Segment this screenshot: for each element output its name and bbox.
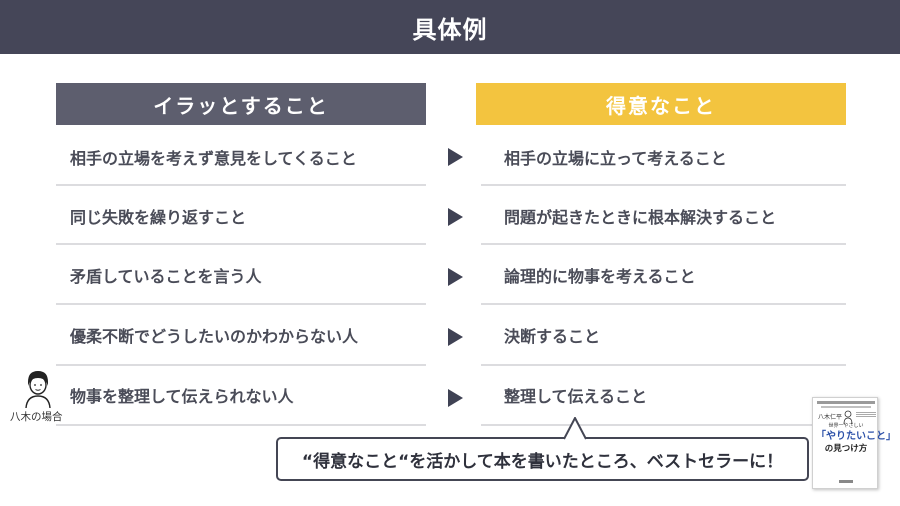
row-divider (481, 303, 846, 305)
right-column-header: 得意なこと (476, 83, 846, 125)
speech-bubble-tail (564, 417, 586, 440)
book-subtext (856, 411, 876, 418)
speech-bubble: “得意なこと“を活かして本を書いたところ、ベストセラーに！ (276, 437, 809, 481)
row-divider (481, 424, 846, 426)
row-divider (481, 364, 846, 366)
left-column-header: イラッとすること (56, 83, 426, 125)
book-illustration-icon (843, 410, 853, 424)
book-title-line2: の見つけ方 (824, 444, 868, 454)
left-row-1: 相手の立場を考えず意見をしてくること (70, 149, 357, 168)
row-divider (56, 184, 426, 186)
right-row-3: 論理的に物事を考えること (504, 267, 696, 286)
right-row-1: 相手の立場に立って考えること (504, 149, 727, 168)
row-divider (56, 243, 426, 245)
row-divider (56, 303, 426, 305)
avatar-caption: 八木の場合 (10, 411, 63, 423)
left-row-3: 矛盾していることを言う人 (70, 267, 262, 286)
right-row-2: 問題が起きたときに根本解決すること (504, 208, 777, 227)
person-avatar-icon (25, 371, 51, 408)
book-publisher-mark (839, 480, 853, 483)
book-author: 八木仁平 (818, 414, 843, 421)
right-arrow-icon (448, 389, 463, 407)
right-arrow-icon (448, 328, 463, 346)
left-row-5: 物事を整理して伝えられない人 (70, 387, 294, 406)
row-divider (56, 424, 426, 426)
left-row-4: 優柔不断でどうしたいのかわからない人 (70, 327, 359, 346)
right-row-5: 整理して伝えること (504, 387, 648, 406)
book-pre-title: 世界一やさしい (828, 423, 864, 429)
book-title-line1: 「やりたいこと」 (816, 431, 896, 442)
left-row-2: 同じ失敗を繰り返すこと (70, 208, 247, 227)
row-divider (481, 243, 846, 245)
right-arrow-icon (448, 268, 463, 286)
book-decoration (821, 406, 871, 408)
book-decoration (817, 401, 875, 404)
row-divider (56, 364, 426, 366)
row-divider (481, 184, 846, 186)
speech-bubble-text: “得意なこと“を活かして本を書いたところ、ベストセラーに！ (301, 451, 784, 472)
right-arrow-icon (448, 148, 463, 166)
book-cover: 八木仁平 世界一やさしい 「やりたいこと」 の見つけ方 (812, 397, 896, 489)
right-row-4: 決断すること (504, 327, 601, 346)
right-arrow-icon (448, 208, 463, 226)
title-bar: 具体例 (0, 0, 900, 54)
page-title: 具体例 (412, 15, 488, 44)
